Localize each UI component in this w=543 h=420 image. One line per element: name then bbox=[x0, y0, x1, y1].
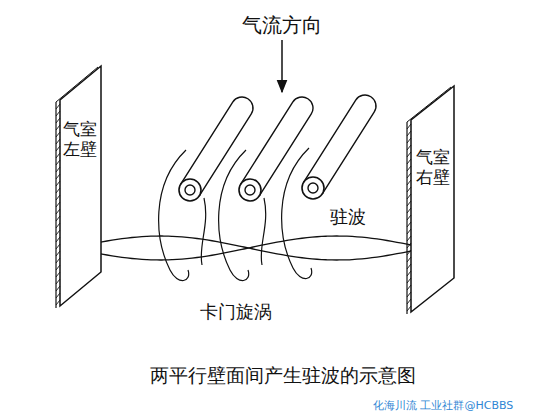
wall-hatch bbox=[56, 223, 60, 228]
wall-hatch bbox=[407, 131, 411, 136]
karman-vortices bbox=[159, 148, 312, 281]
watermark: 化海川流 工业社群@HCBBS bbox=[373, 398, 513, 413]
airflow-arrow bbox=[281, 40, 283, 92]
wall-hatch bbox=[56, 237, 60, 242]
wall-hatch bbox=[56, 167, 60, 172]
wall-hatch bbox=[56, 251, 60, 256]
wall-hatch bbox=[407, 264, 411, 269]
wall-hatch bbox=[407, 250, 411, 255]
wall-hatch bbox=[56, 258, 60, 263]
wall-hatch bbox=[407, 201, 411, 206]
wall-hatch bbox=[56, 300, 60, 305]
wall-plate bbox=[54, 62, 104, 310]
wall-hatch bbox=[407, 180, 411, 185]
cylinder-end bbox=[302, 177, 324, 199]
wall-face bbox=[60, 66, 101, 306]
wall-hatch bbox=[407, 306, 411, 311]
wall-edge bbox=[407, 87, 451, 122]
wall-hatch bbox=[407, 292, 411, 297]
wall-face bbox=[411, 86, 454, 312]
chamber-wall: 气室左壁 bbox=[54, 62, 104, 310]
wall-hatch bbox=[56, 244, 60, 249]
wall-hatch bbox=[407, 194, 411, 199]
wall-hatch bbox=[56, 209, 60, 214]
wall-edge bbox=[406, 122, 407, 314]
wall-hatch bbox=[407, 222, 411, 227]
cylinder-bore bbox=[245, 185, 255, 195]
standing-wave bbox=[72, 236, 422, 260]
wall-hatch bbox=[56, 146, 60, 151]
wall-label: 气室右壁 bbox=[416, 148, 450, 187]
wall-hatch bbox=[56, 293, 60, 298]
wall-hatch bbox=[407, 166, 411, 171]
wave-curve bbox=[72, 236, 422, 260]
wall-hatch bbox=[407, 257, 411, 262]
caption: 两平行壁面间产生驻波的示意图 bbox=[150, 363, 416, 389]
wall-hatch bbox=[56, 202, 60, 207]
vortex-curl bbox=[261, 198, 266, 265]
wall-hatch bbox=[407, 229, 411, 234]
chamber-wall: 气室右壁 bbox=[404, 82, 458, 314]
airflow-label: 气流方向 bbox=[242, 12, 322, 39]
cylinder-bore bbox=[185, 185, 195, 195]
cylinders bbox=[179, 95, 376, 201]
wall-hatch bbox=[407, 187, 411, 192]
wall-hatch bbox=[407, 208, 411, 213]
wall-hatch bbox=[407, 173, 411, 178]
wall-hatch bbox=[407, 278, 411, 283]
wall-hatch bbox=[407, 145, 411, 150]
vortex-curl bbox=[159, 150, 189, 281]
wall-hatch bbox=[56, 188, 60, 193]
standing-wave-label: 驻波 bbox=[330, 205, 366, 229]
wall-hatch bbox=[56, 181, 60, 186]
vortex-curl bbox=[201, 198, 206, 265]
wall-hatch bbox=[407, 138, 411, 143]
wall-hatch bbox=[56, 265, 60, 270]
vortex-curl bbox=[219, 150, 249, 281]
wall-hatch bbox=[56, 272, 60, 277]
wall-label: 气室左壁 bbox=[63, 120, 97, 159]
wall-hatch bbox=[56, 160, 60, 165]
wall-hatch bbox=[56, 230, 60, 235]
wall-hatch bbox=[56, 104, 60, 109]
vortex-label: 卡门旋涡 bbox=[200, 300, 272, 324]
wall-hatch bbox=[56, 279, 60, 284]
wall-edge bbox=[56, 67, 98, 102]
wall-plate bbox=[404, 82, 458, 314]
vortex-curl bbox=[282, 148, 312, 279]
wall-hatch bbox=[407, 159, 411, 164]
wall-hatch bbox=[407, 124, 411, 129]
wall-hatch bbox=[407, 299, 411, 304]
wall-hatch bbox=[56, 174, 60, 179]
wall-hatch bbox=[56, 286, 60, 291]
cylinder-end bbox=[239, 179, 261, 201]
wall-hatch bbox=[407, 152, 411, 157]
wall-hatch bbox=[56, 195, 60, 200]
wall-hatch bbox=[407, 215, 411, 220]
cylinder-bore bbox=[308, 183, 318, 193]
wall-hatch bbox=[407, 236, 411, 241]
wall-hatch bbox=[56, 139, 60, 144]
wall-hatch bbox=[56, 132, 60, 137]
cylinder-end bbox=[179, 179, 201, 201]
wave-curve bbox=[72, 236, 422, 260]
wall-hatch bbox=[407, 285, 411, 290]
wall-hatch bbox=[56, 216, 60, 221]
wall-hatch bbox=[407, 271, 411, 276]
wall-hatch bbox=[56, 111, 60, 116]
wall-hatch bbox=[56, 125, 60, 130]
wall-hatch bbox=[56, 118, 60, 123]
wall-hatch bbox=[407, 243, 411, 248]
wall-hatch bbox=[56, 153, 60, 158]
